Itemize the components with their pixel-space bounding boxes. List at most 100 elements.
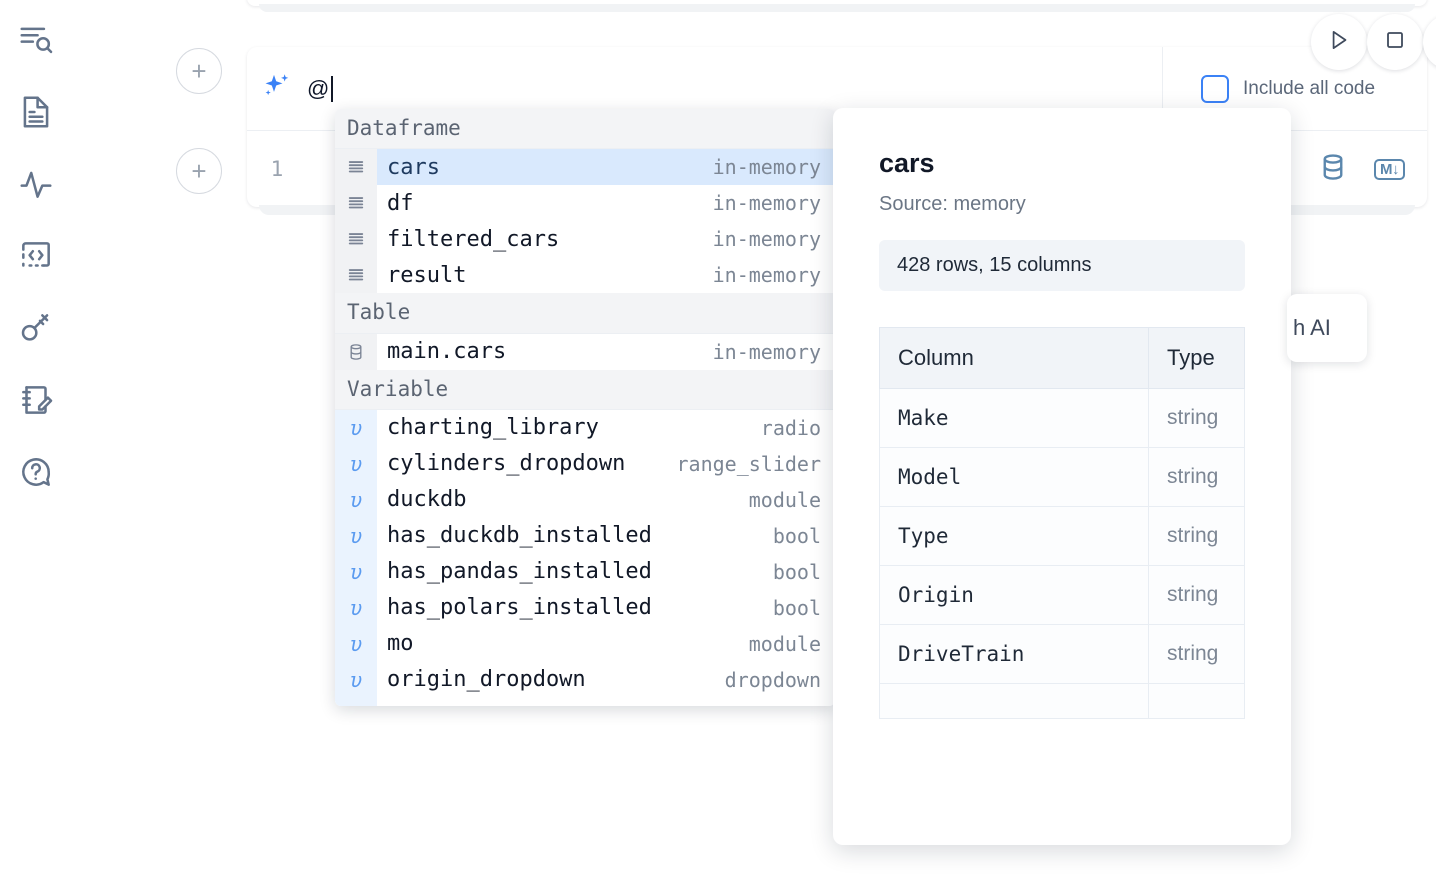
autocomplete-item-type: in-memory — [712, 339, 821, 364]
autocomplete-item-label: result — [387, 262, 467, 288]
autocomplete-item-has-duckdb-installed[interactable]: υ has_duckdb_installed bool — [335, 517, 835, 554]
explore-search-icon — [17, 21, 55, 59]
autocomplete-item-duckdb[interactable]: υ duckdb module — [335, 481, 835, 518]
autocomplete-detail-panel: cars Source: memory 428 rows, 15 columns… — [833, 108, 1291, 845]
line-number: 1 — [270, 157, 284, 181]
autocomplete-item-origin-dropdown[interactable]: υ origin_dropdown dropdown — [335, 661, 835, 698]
table-row: Type string — [879, 506, 1245, 566]
run-cell-button[interactable] — [1311, 14, 1367, 70]
notebook-file-icon — [17, 93, 55, 131]
dataframe-icon — [335, 257, 377, 294]
column-header-column: Column — [879, 327, 1149, 389]
autocomplete-item-type: radio — [760, 415, 821, 440]
more-actions-button[interactable] — [1423, 14, 1436, 70]
cell-column-name: Origin — [879, 565, 1149, 625]
stop-cell-button[interactable] — [1367, 14, 1423, 70]
dataframe-icon — [335, 221, 377, 258]
autocomplete-item-charting-library[interactable]: υ charting_library radio — [335, 409, 835, 446]
plus-icon: + — [191, 56, 207, 86]
autocomplete-item-label: main.cars — [387, 339, 507, 365]
autocomplete-item-label: df — [387, 190, 414, 216]
autocomplete-item-mo[interactable]: υ mo module — [335, 625, 835, 662]
detail-title: cars — [879, 148, 935, 178]
autocomplete-item-df[interactable]: df in-memory — [335, 185, 835, 222]
cell-column-type: string — [1148, 506, 1245, 566]
variable-icon: υ — [335, 553, 377, 590]
text-caret — [330, 75, 333, 102]
include-all-code-label: Include all code — [1243, 77, 1376, 99]
autocomplete-item-type: dropdown — [724, 667, 821, 692]
autocomplete-item-type: bool — [772, 595, 821, 620]
autocomplete-item-clipped[interactable]: υ — [335, 697, 835, 706]
autocomplete-item-has-polars-installed[interactable]: υ has_polars_installed bool — [335, 589, 835, 626]
variable-icon: υ — [335, 661, 377, 698]
cell-column-type: string — [1148, 624, 1245, 684]
ai-hint-card[interactable]: h AI — [1287, 294, 1367, 362]
autocomplete-item-cylinders-dropdown[interactable]: υ cylinders_dropdown range_slider — [335, 445, 835, 482]
autocomplete-dropdown[interactable]: Dataframe cars in-memory df in-memory — [335, 109, 835, 706]
autocomplete-item-type: in-memory — [712, 155, 821, 180]
ai-prompt-input[interactable]: @ — [307, 47, 1427, 130]
sidebar-item-secrets[interactable] — [12, 304, 60, 352]
autocomplete-item-type: module — [748, 487, 821, 512]
sidebar-item-notebook[interactable] — [12, 88, 60, 136]
sidebar-item-snippets[interactable] — [12, 232, 60, 280]
include-all-code-checkbox[interactable] — [1201, 74, 1229, 103]
table-icon — [335, 333, 377, 370]
cell-column-name: Model — [879, 447, 1149, 507]
dataframe-icon — [335, 185, 377, 222]
table-row: DriveTrain string — [879, 624, 1245, 684]
add-cell-below-button[interactable]: + — [176, 148, 222, 194]
autocomplete-item-main-cars[interactable]: main.cars in-memory — [335, 333, 835, 370]
ai-prompt-value: @ — [307, 75, 330, 101]
cell-column-type: string — [1148, 447, 1245, 507]
autocomplete-item-label: has_pandas_installed — [387, 559, 652, 585]
autocomplete-item-label: has_duckdb_installed — [387, 523, 652, 549]
autocomplete-item-label: charting_library — [387, 415, 599, 441]
dataframe-icon — [335, 149, 377, 186]
database-icon[interactable] — [1318, 152, 1348, 187]
include-all-code-control[interactable]: Include all code — [1162, 47, 1427, 130]
cell-column-name — [879, 683, 1149, 719]
cell-column-type: string — [1148, 565, 1245, 625]
cell-column-name: Type — [879, 506, 1149, 566]
autocomplete-group-header: Dataframe — [335, 109, 835, 150]
autocomplete-item-filtered-cars[interactable]: filtered_cars in-memory — [335, 221, 835, 258]
cell-column-name: Make — [879, 388, 1149, 448]
plus-icon: + — [191, 156, 207, 186]
sidebar-rail — [0, 0, 72, 874]
autocomplete-item-cars[interactable]: cars in-memory — [335, 149, 835, 186]
sidebar-item-help[interactable] — [12, 448, 60, 496]
autocomplete-item-type: bool — [772, 523, 821, 548]
cell-column-type: string — [1148, 388, 1245, 448]
autocomplete-item-type: module — [748, 631, 821, 656]
play-icon — [1326, 27, 1352, 58]
autocomplete-item-has-pandas-installed[interactable]: υ has_pandas_installed bool — [335, 553, 835, 590]
variable-icon: υ — [335, 589, 377, 626]
sidebar-item-scratchpad[interactable] — [12, 376, 60, 424]
code-snippets-icon — [17, 237, 55, 275]
code-editor-row[interactable]: 1 M↓ — [247, 131, 1427, 207]
autocomplete-item-result[interactable]: result in-memory — [335, 257, 835, 294]
detail-schema-table: Column Type Make string Model string Typ… — [879, 327, 1245, 719]
autocomplete-item-label: mo — [387, 631, 414, 657]
cell-status-icons: M↓ — [1318, 131, 1405, 207]
markdown-icon[interactable]: M↓ — [1374, 158, 1405, 180]
autocomplete-item-type: in-memory — [712, 263, 821, 288]
detail-shape-badge: 428 rows, 15 columns — [879, 240, 1245, 291]
table-header-row: Column Type — [879, 327, 1245, 389]
sidebar-item-explore[interactable] — [12, 16, 60, 64]
detail-source: Source: memory — [879, 193, 1026, 215]
cell-column-name: DriveTrain — [879, 624, 1149, 684]
autocomplete-item-label: has_polars_installed — [387, 595, 652, 621]
autocomplete-item-type: in-memory — [712, 191, 821, 216]
add-cell-above-button[interactable]: + — [176, 48, 222, 94]
help-question-icon — [17, 453, 55, 491]
autocomplete-item-label: cars — [387, 154, 440, 180]
activity-pulse-icon — [17, 165, 55, 203]
sidebar-item-activity[interactable] — [12, 160, 60, 208]
secrets-key-icon — [17, 309, 55, 347]
stop-square-icon — [1383, 28, 1407, 57]
variable-icon: υ — [335, 625, 377, 662]
cell-card-above[interactable] — [247, 0, 1427, 6]
